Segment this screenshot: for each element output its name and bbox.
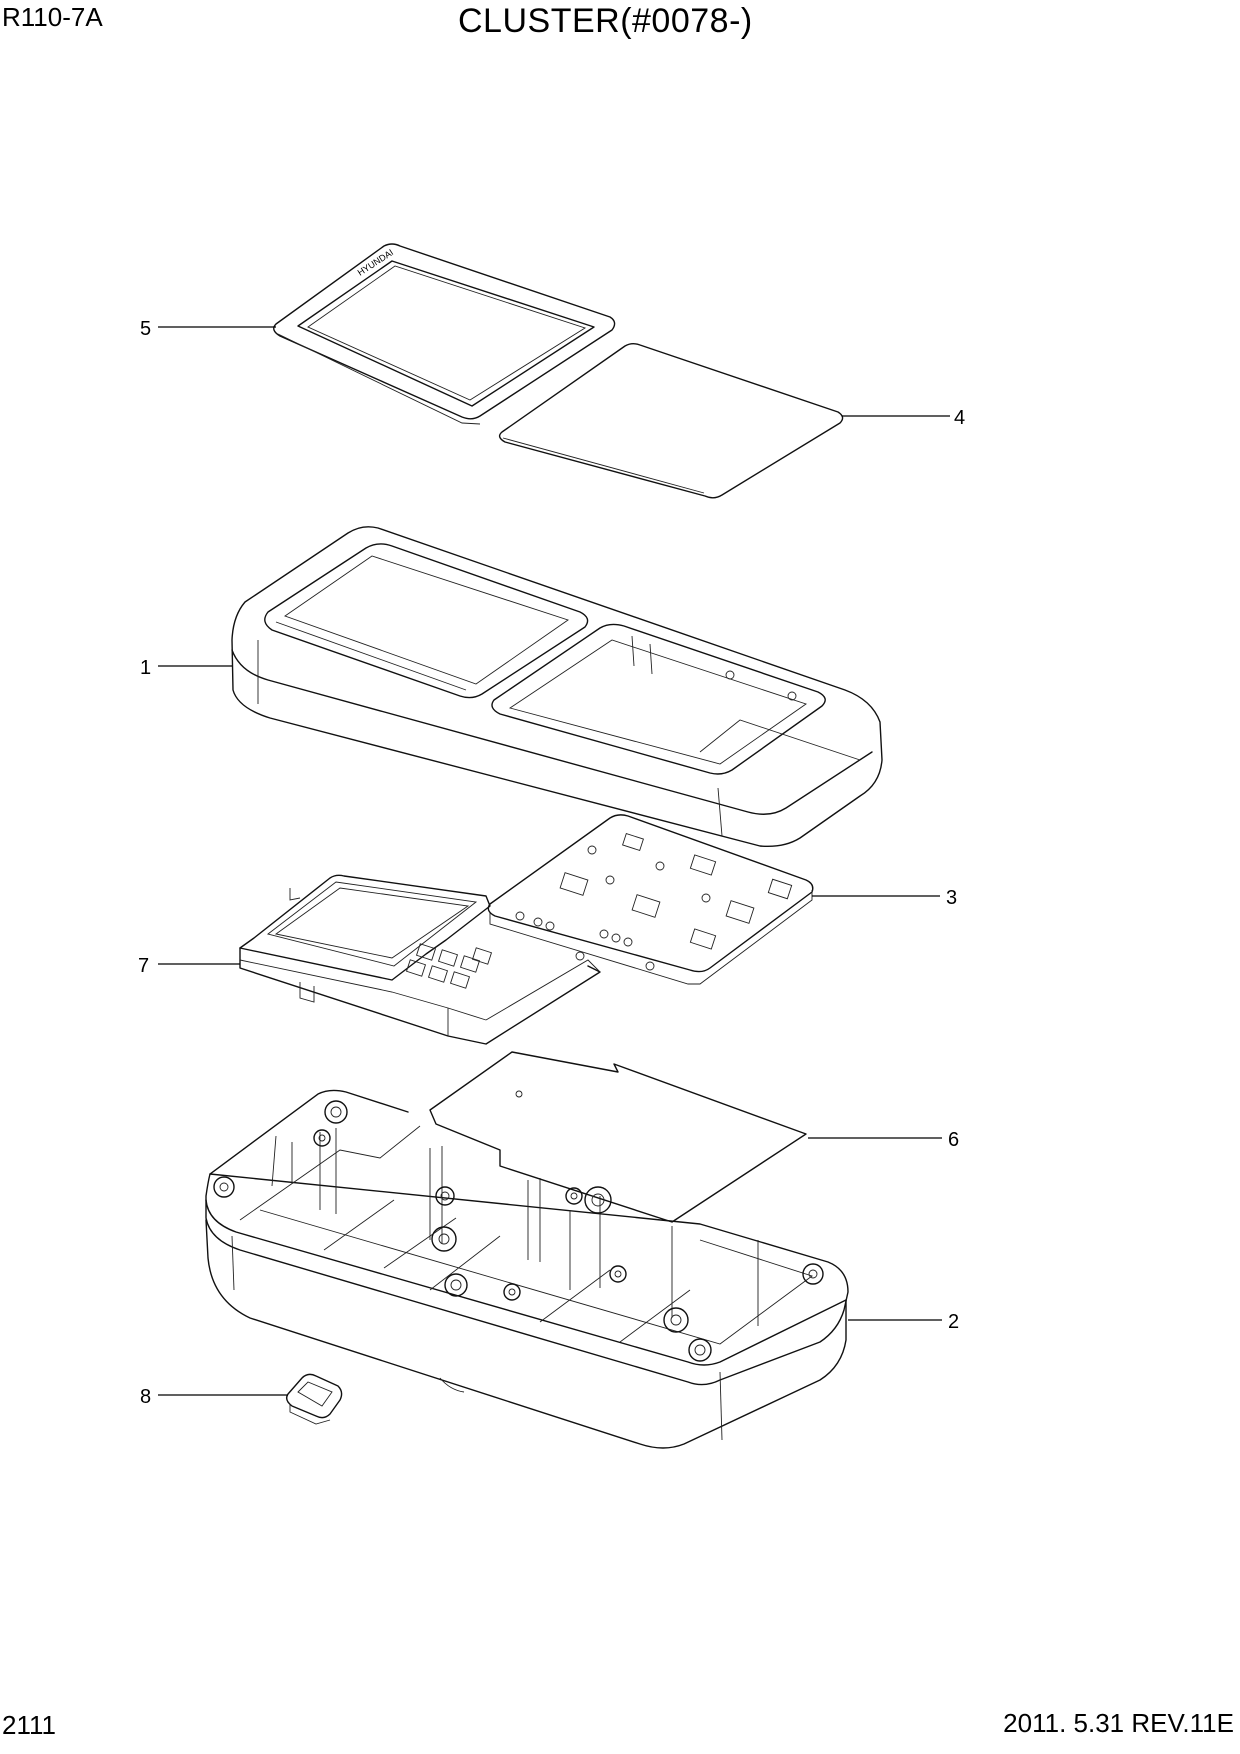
callout-3: 3	[946, 887, 957, 909]
revision-date: 2011. 5.31 REV.11E	[1003, 1708, 1234, 1738]
page-number: 2111	[2, 1710, 56, 1740]
callout-1: 1	[140, 657, 151, 679]
page-title: CLUSTER(#0078-)	[458, 2, 753, 40]
part-7-lcd-module	[239, 874, 601, 1045]
part-1-front-cover	[231, 526, 883, 848]
leader-lines	[158, 326, 950, 1396]
callout-6: 6	[948, 1129, 959, 1151]
part-2-rear-case	[205, 1089, 849, 1449]
callout-8: 8	[140, 1386, 151, 1408]
callout-2: 2	[948, 1311, 959, 1333]
part-5-bezel-frame: HYUNDAI	[273, 243, 616, 425]
part-8-clip	[285, 1373, 343, 1425]
callout-4: 4	[954, 407, 965, 429]
part-6-insulation-sheet	[429, 1051, 807, 1223]
part-3-circuit-board	[487, 814, 814, 985]
callout-7: 7	[138, 955, 149, 977]
model-code: R110-7A	[2, 2, 103, 32]
part-4-screen-film	[498, 343, 844, 499]
callout-5: 5	[140, 318, 151, 340]
